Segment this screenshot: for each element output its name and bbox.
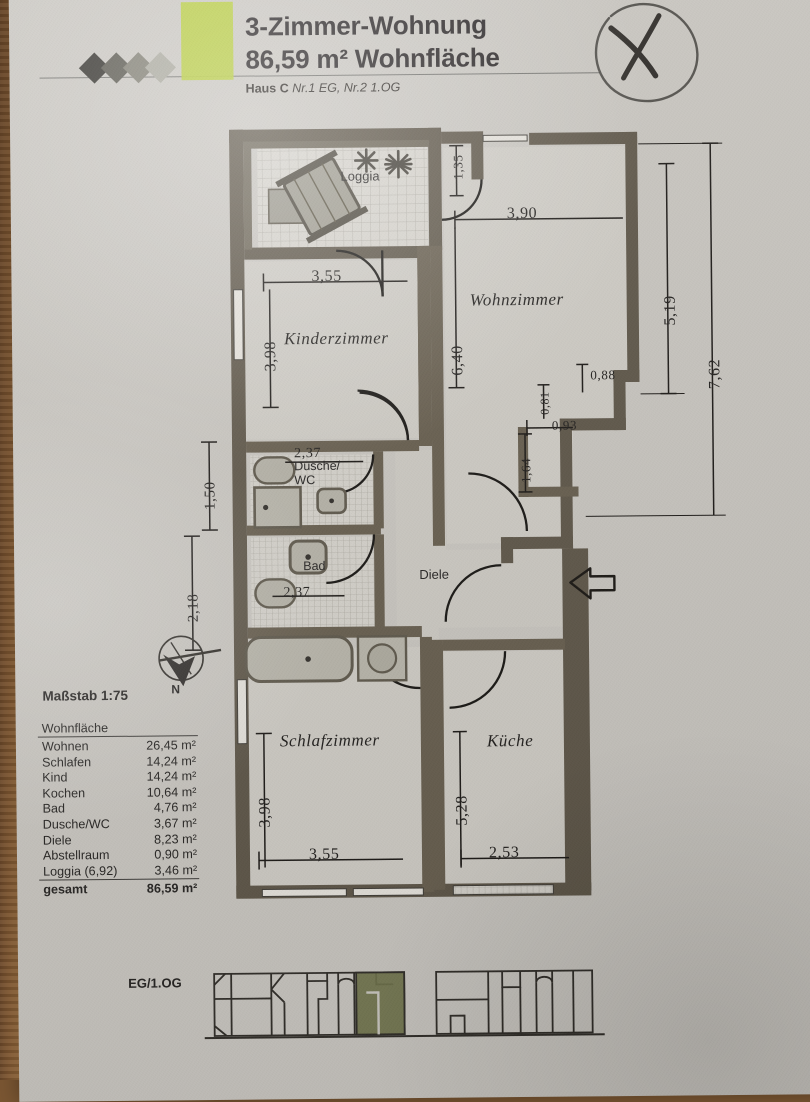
table-row: Diele 8,23 m² — [39, 832, 199, 849]
dim-wohn-height: 6,40 — [449, 345, 467, 376]
compass-north-label: N — [171, 682, 180, 696]
room-label-diele: Diele — [419, 567, 449, 582]
table-row: Schlafen 14,24 m² — [38, 754, 198, 771]
dim-abstell-height: 1,64 — [518, 458, 534, 483]
dim-right-1: 5,19 — [662, 295, 680, 326]
dim-schlaf-height: 3,98 — [256, 797, 274, 828]
area-row-value: 3,67 m² — [154, 816, 197, 832]
dim-nische-small: 0,81 — [538, 391, 553, 415]
room-label-bad: Bad — [303, 559, 325, 573]
table-row-total: gesamt 86,59 m² — [39, 881, 199, 898]
dim-left-2: 2,18 — [185, 593, 202, 622]
area-row-value: 26,45 m² — [146, 738, 196, 754]
area-row-name: Kochen — [42, 786, 85, 802]
room-label-loggia: Loggia — [340, 168, 379, 183]
table-row: Dusche/WC 3,67 m² — [39, 816, 199, 833]
area-row-value: 10,64 m² — [147, 785, 197, 801]
dim-dusche-width: 2,37 — [294, 446, 321, 462]
floor-key-label: EG/1.OG — [128, 975, 182, 991]
area-row-value: 3,46 m² — [154, 863, 197, 879]
dim-bad-width: 2,37 — [283, 585, 310, 601]
table-row: Abstellraum 0,90 m² — [39, 847, 199, 864]
table-row: Loggia (6,92) 3,46 m² — [39, 863, 199, 880]
dim-abstell-width: 0,93 — [552, 417, 577, 433]
table-row: Wohnen 26,45 m² — [38, 738, 198, 755]
table-row: Bad 4,76 m² — [38, 801, 198, 818]
dim-nische-wide: 0,88 — [590, 367, 615, 383]
room-label-duschewc-line2: WC — [294, 473, 315, 487]
area-row-name: Loggia (6,92) — [43, 864, 117, 880]
area-row-name: Schlafen — [42, 755, 91, 771]
area-row-name: Abstellraum — [43, 848, 110, 864]
area-row-name: Wohnen — [42, 739, 89, 755]
area-total-name: gesamt — [43, 883, 87, 899]
floorplan-text-labels: Loggia Kinderzimmer Wohnzimmer Dusche/ W… — [9, 0, 810, 1102]
scale-label: Maßstab 1:75 — [42, 688, 128, 704]
area-total-value: 86,59 m² — [147, 881, 198, 897]
dim-right-2: 7,62 — [706, 359, 724, 390]
dim-kueche-width: 2,53 — [489, 844, 520, 862]
area-row-value: 8,23 m² — [154, 832, 197, 848]
dim-kinder-height: 3,98 — [262, 341, 280, 372]
area-row-name: Bad — [42, 802, 65, 818]
dim-kueche-height: 5,28 — [453, 795, 471, 826]
area-row-name: Kind — [42, 771, 67, 787]
table-row: Kind 14,24 m² — [38, 769, 198, 786]
area-row-value: 0,90 m² — [154, 847, 197, 863]
floorplan-paper-sheet: 3-Zimmer-Wohnung 86,59 m² Wohnfläche Hau… — [9, 0, 810, 1102]
room-label-kueche: Küche — [487, 731, 534, 751]
dim-schlaf-width: 3,55 — [309, 846, 340, 864]
room-label-kinderzimmer: Kinderzimmer — [284, 328, 389, 349]
area-table-top-rule — [38, 735, 198, 738]
dim-loggia-door: 1,35 — [450, 154, 466, 179]
area-row-name: Dusche/WC — [43, 817, 110, 833]
area-row-value: 14,24 m² — [146, 769, 196, 785]
room-label-wohnzimmer: Wohnzimmer — [470, 290, 564, 311]
dim-left-1: 1,50 — [202, 481, 219, 510]
table-row: Kochen 10,64 m² — [38, 785, 198, 802]
area-table: Wohnfläche Wohnen 26,45 m² Schlafen 14,2… — [38, 720, 200, 898]
room-label-schlafzimmer: Schlafzimmer — [280, 730, 380, 751]
area-table-header: Wohnfläche — [38, 720, 198, 737]
dim-wohn-width: 3,90 — [507, 205, 538, 223]
dim-kinder-width: 3,55 — [311, 268, 342, 286]
area-row-name: Diele — [43, 833, 72, 849]
area-row-value: 14,24 m² — [146, 754, 196, 770]
area-row-value: 4,76 m² — [154, 801, 197, 817]
